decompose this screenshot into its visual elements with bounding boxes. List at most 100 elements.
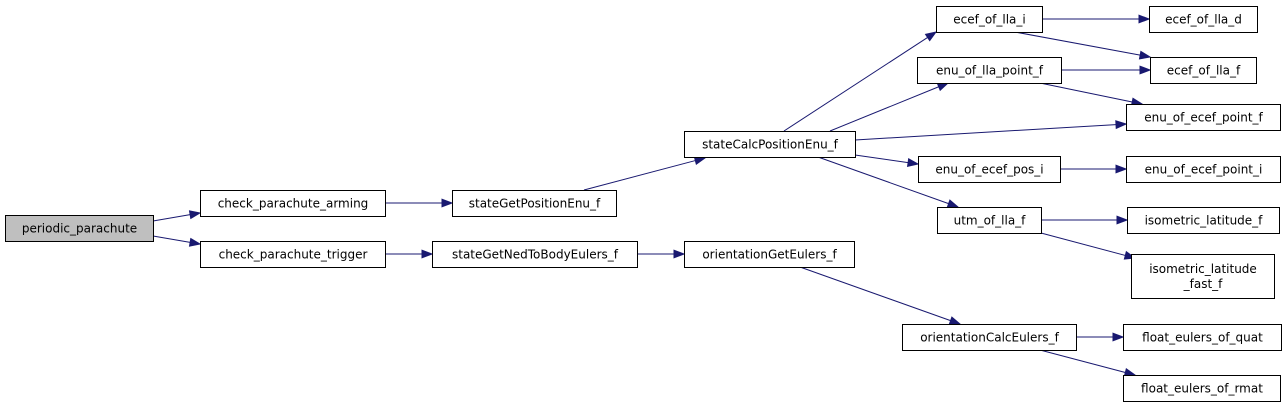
function-node-check_parachute_arming[interactable]: check_parachute_arming (200, 190, 386, 217)
arrowhead-icon (936, 82, 950, 92)
call-edge-ecef_of_lla_i-to-ecef_of_lla_f (1014, 31, 1152, 60)
node-label: isometric_latitude_f (1145, 214, 1264, 228)
node-label: utm_of_lla_f (954, 214, 1027, 228)
call-edge-periodic_parachute-to-check_parachute_arming (152, 210, 202, 222)
call-edge-orientationGetEulers_f-to-orientationCalcEulers_f (799, 266, 962, 325)
node-label: ecef_of_lla_f (1167, 64, 1241, 78)
edges-layer (152, 14, 1152, 377)
node-box[interactable] (917, 57, 1062, 84)
edge-line (829, 86, 939, 132)
function-node-isometric_latitude_fast_f[interactable]: isometric_latitude_fast_f (1131, 254, 1275, 299)
function-node-stateGetPositionEnu_f[interactable]: stateGetPositionEnu_f (452, 190, 617, 217)
call-edge-check_parachute_trigger-to-stateGetNedToBodyEulers_f (385, 249, 434, 259)
call-edge-stateGetNedToBodyEulers_f-to-orientationGetEulers_f (637, 249, 686, 259)
arrowhead-icon (441, 198, 454, 208)
node-box[interactable] (1149, 6, 1258, 33)
node-box[interactable] (1123, 375, 1281, 402)
call-edge-orientationCalcEulers_f-to-float_eulers_of_rmat (1039, 349, 1137, 377)
edge-line (152, 214, 191, 222)
edge-line (854, 154, 909, 164)
node-box[interactable] (684, 241, 855, 268)
node-box[interactable] (1127, 207, 1280, 234)
node-label: enu_of_lla_point_f (936, 64, 1044, 78)
call-edge-stateCalcPositionEnu_f-to-ecef_of_lla_i (783, 31, 938, 132)
edge-line (152, 235, 191, 243)
edge-line (799, 266, 951, 322)
node-label: stateGetPositionEnu_f (469, 197, 601, 211)
function-node-utm_of_lla_f[interactable]: utm_of_lla_f (937, 207, 1042, 234)
edge-line (1014, 31, 1141, 56)
call-edge-ecef_of_lla_i-to-ecef_of_lla_d (1042, 14, 1151, 24)
call-edge-enu_of_lla_point_f-to-ecef_of_lla_f (1061, 65, 1152, 75)
function-node-enu_of_ecef_point_i[interactable]: enu_of_ecef_point_i (1126, 156, 1281, 183)
node-box[interactable] (1131, 254, 1275, 299)
arrowhead-icon (1115, 164, 1128, 174)
node-label: enu_of_ecef_point_f (1144, 111, 1263, 125)
call-edge-periodic_parachute-to-check_parachute_trigger (152, 235, 202, 247)
function-node-periodic_parachute[interactable]: periodic_parachute (5, 215, 154, 242)
arrowhead-icon (906, 158, 920, 167)
arrowhead-icon (1116, 215, 1129, 225)
node-label: enu_of_ecef_point_i (1145, 163, 1263, 177)
call-edge-stateCalcPositionEnu_f-to-enu_of_lla_point_f (829, 82, 950, 132)
node-label: isometric_latitude (1149, 262, 1257, 276)
node-box[interactable] (937, 207, 1042, 234)
function-node-enu_of_ecef_pos_i[interactable]: enu_of_ecef_pos_i (918, 156, 1061, 183)
function-node-orientationCalcEulers_f[interactable]: orientationCalcEulers_f (902, 324, 1077, 351)
node-box[interactable] (432, 241, 638, 268)
arrowhead-icon (188, 237, 202, 247)
function-node-ecef_of_lla_d[interactable]: ecef_of_lla_d (1149, 6, 1258, 33)
call-edge-utm_of_lla_f-to-isometric_latitude_fast_f (1040, 232, 1137, 260)
node-label: float_eulers_of_quat (1142, 331, 1263, 345)
node-box[interactable] (200, 241, 386, 268)
node-box[interactable] (684, 131, 856, 158)
function-node-enu_of_ecef_point_f[interactable]: enu_of_ecef_point_f (1126, 104, 1281, 131)
function-node-ecef_of_lla_f[interactable]: ecef_of_lla_f (1150, 57, 1257, 84)
function-node-stateGetNedToBodyEulers_f[interactable]: stateGetNedToBodyEulers_f (432, 241, 638, 268)
arrowhead-icon (1138, 50, 1152, 60)
node-box[interactable] (452, 190, 617, 217)
arrowhead-icon (421, 249, 434, 259)
function-node-check_parachute_trigger[interactable]: check_parachute_trigger (200, 241, 386, 268)
node-box[interactable] (5, 215, 154, 242)
call-edge-stateCalcPositionEnu_f-to-enu_of_ecef_pos_i (854, 154, 920, 167)
node-label: orientationCalcEulers_f (920, 331, 1059, 345)
function-node-orientationGetEulers_f[interactable]: orientationGetEulers_f (684, 241, 855, 268)
node-box[interactable] (200, 190, 386, 217)
node-box[interactable] (902, 324, 1077, 351)
node-label: stateGetNedToBodyEulers_f (452, 248, 619, 262)
node-box[interactable] (1126, 156, 1281, 183)
node-box[interactable] (1126, 104, 1281, 131)
node-box[interactable] (1150, 57, 1257, 84)
node-label: stateCalcPositionEnu_f (702, 138, 839, 152)
node-label: _fast_f (1183, 277, 1224, 291)
edge-line (817, 156, 949, 205)
arrowhead-icon (946, 199, 960, 208)
edge-line (783, 37, 928, 132)
node-box[interactable] (918, 156, 1061, 183)
edge-line (1039, 349, 1126, 373)
function-node-enu_of_lla_point_f[interactable]: enu_of_lla_point_f (917, 57, 1062, 84)
node-label: periodic_parachute (22, 222, 137, 236)
function-node-isometric_latitude_f[interactable]: isometric_latitude_f (1127, 207, 1280, 234)
node-box[interactable] (936, 6, 1043, 33)
node-label: orientationGetEulers_f (702, 248, 837, 262)
arrowhead-icon (1139, 65, 1152, 75)
function-node-float_eulers_of_quat[interactable]: float_eulers_of_quat (1123, 324, 1282, 351)
edge-line (1040, 232, 1126, 256)
function-node-stateCalcPositionEnu_f[interactable]: stateCalcPositionEnu_f (684, 131, 856, 158)
arrowhead-icon (948, 316, 962, 325)
node-label: enu_of_ecef_pos_i (935, 163, 1043, 177)
function-node-ecef_of_lla_i[interactable]: ecef_of_lla_i (936, 6, 1043, 33)
edge-line (583, 160, 696, 191)
nodes-layer: periodic_parachute check_parachute_arming… (5, 6, 1282, 402)
arrowhead-icon (673, 249, 686, 259)
node-label: check_parachute_trigger (219, 248, 368, 262)
node-box[interactable] (1123, 324, 1282, 351)
arrowhead-icon (1138, 14, 1151, 24)
node-label: ecef_of_lla_i (953, 13, 1026, 27)
node-label: float_eulers_of_rmat (1141, 382, 1263, 396)
call-edge-enu_of_ecef_pos_i-to-enu_of_ecef_point_i (1060, 164, 1128, 174)
edge-line (854, 124, 1117, 141)
function-node-float_eulers_of_rmat[interactable]: float_eulers_of_rmat (1123, 375, 1281, 402)
